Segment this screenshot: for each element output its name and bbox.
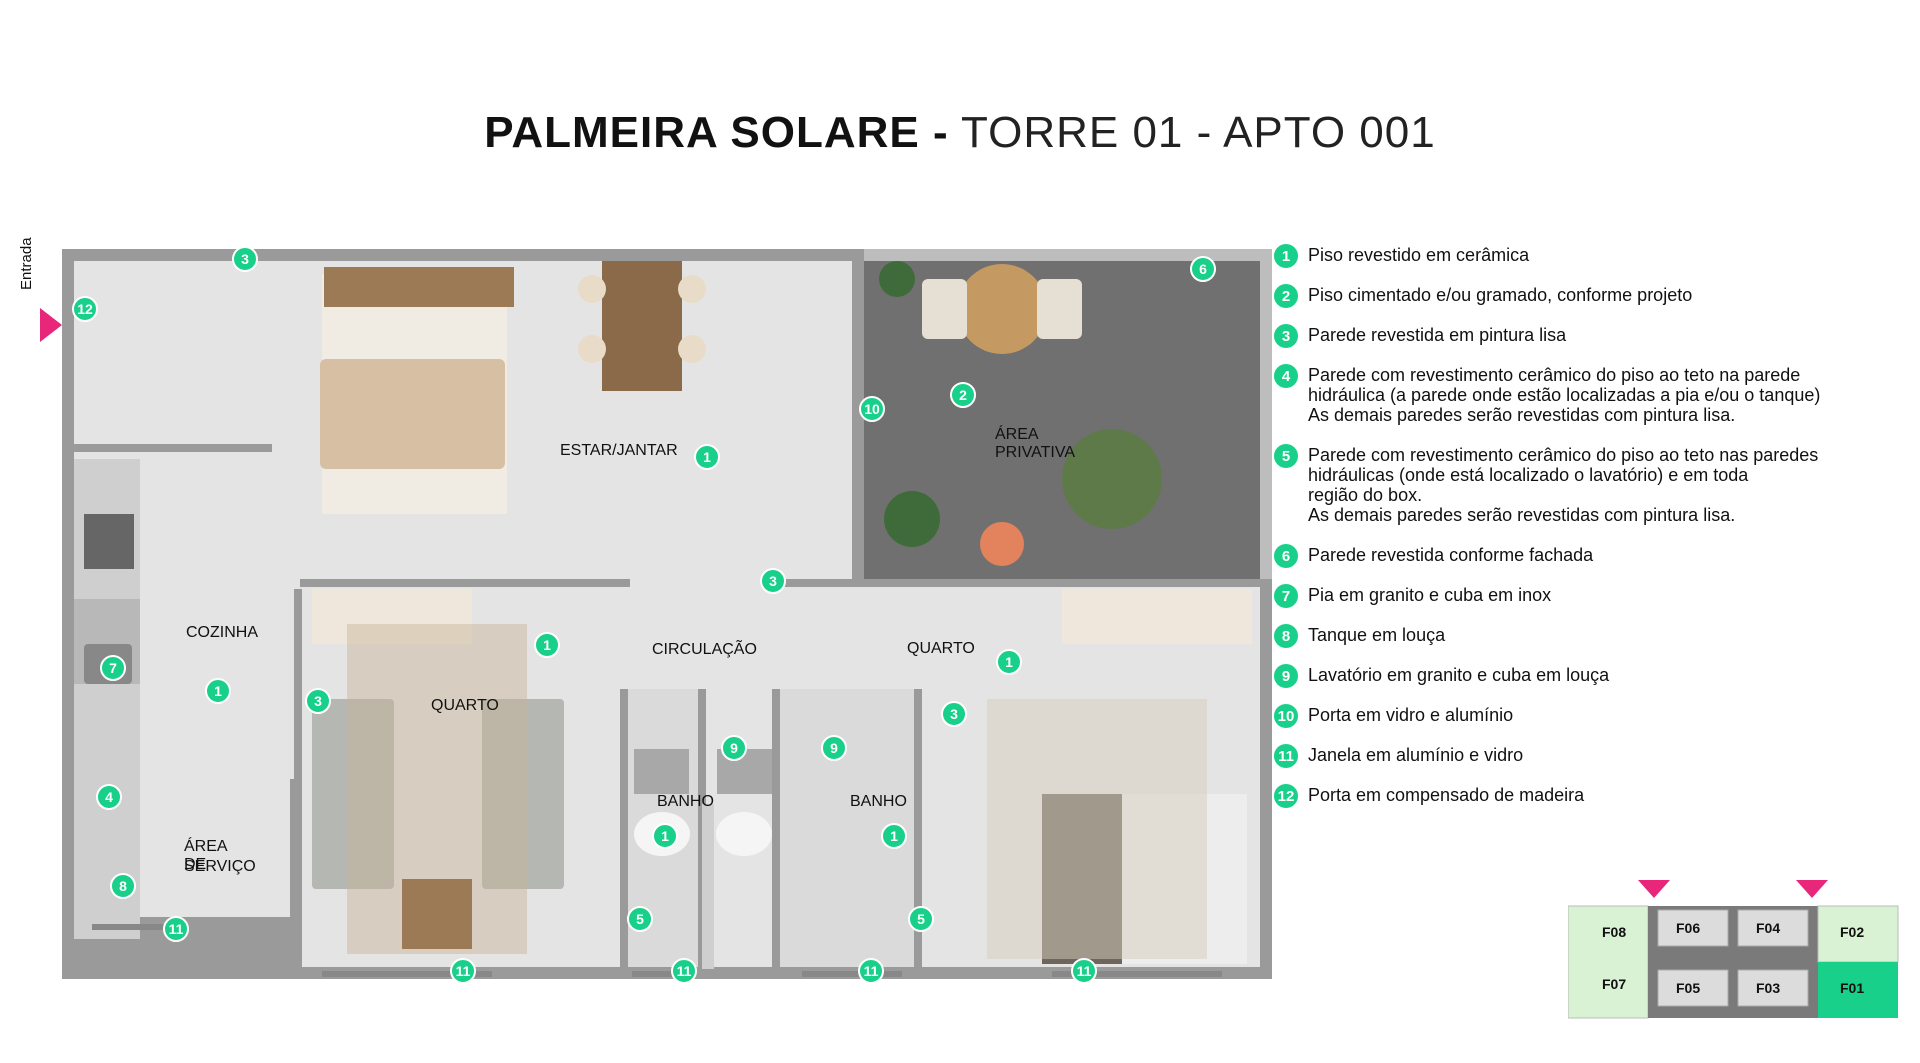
- room-label-quarto-2: QUARTO: [907, 640, 975, 657]
- plan-badge: 3: [941, 701, 967, 727]
- plan-badge: 1: [205, 678, 231, 704]
- keymap-F07: F07: [1602, 976, 1627, 992]
- keymap-F05: F05: [1676, 980, 1701, 996]
- room-label-quarto-1: QUARTO: [431, 697, 499, 714]
- plan-badge: 6: [1190, 256, 1216, 282]
- legend-badge: 4: [1272, 362, 1300, 390]
- legend-text: hidráulica (a parede onde estão localiza…: [1308, 385, 1821, 405]
- legend-text: Porta em compensado de madeira: [1308, 785, 1585, 805]
- legend-item: 11 Janela em alumínio e vidro: [1272, 742, 1523, 770]
- room-label-area-servico-1: ÁREA DE: [184, 838, 227, 873]
- legend-badge: 1: [1272, 242, 1300, 270]
- room-label-circulacao: CIRCULAÇÃO: [652, 641, 757, 658]
- plan-badge: 3: [232, 246, 258, 272]
- keymap-F08: F08: [1602, 924, 1627, 940]
- legend-text: Pia em granito e cuba em inox: [1308, 585, 1552, 605]
- legend-item: 1 Piso revestido em cerâmica: [1272, 242, 1529, 270]
- legend-text: As demais paredes serão revestidas com p…: [1308, 505, 1736, 525]
- plan-badge: 9: [721, 735, 747, 761]
- room-label-banho-2: BANHO: [850, 793, 907, 810]
- legend-text: Lavatório em granito e cuba em louça: [1308, 665, 1610, 685]
- legend-item: 9 Lavatório em granito e cuba em louça: [1272, 662, 1609, 690]
- plan-badge: 1: [996, 649, 1022, 675]
- legend-text: Porta em vidro e alumínio: [1308, 705, 1514, 725]
- plan-badge: 10: [859, 396, 885, 422]
- plan-badge: 11: [671, 958, 697, 984]
- legend-text: Parede com revestimento cerâmico do piso…: [1308, 445, 1819, 465]
- room-label-banho-1: BANHO: [657, 793, 714, 810]
- keymap-F03: F03: [1756, 980, 1781, 996]
- legend-text: Parede revestida conforme fachada: [1308, 545, 1594, 565]
- plan-badge: 1: [881, 823, 907, 849]
- entrada-label: Entrada: [18, 237, 35, 290]
- plan-badge: 11: [858, 958, 884, 984]
- legend-text: Tanque em louça: [1308, 625, 1446, 645]
- plan-badge: 1: [534, 632, 560, 658]
- building-keymap: F08 F07 F06 F05 F04 F03 F02 F01: [1568, 880, 1902, 1020]
- floor-plan: [62, 249, 1272, 979]
- legend-item: 7 Pia em granito e cuba em inox: [1272, 582, 1551, 610]
- legend-item: 3 Parede revestida em pintura lisa: [1272, 322, 1566, 350]
- plan-badge: 1: [694, 444, 720, 470]
- plan-badge: 5: [627, 906, 653, 932]
- legend-text: Piso cimentado e/ou gramado, conforme pr…: [1308, 285, 1693, 305]
- room-label-estar: ESTAR/JANTAR: [560, 442, 678, 459]
- legend-badge: 12: [1272, 782, 1300, 810]
- plan-badge: 3: [305, 688, 331, 714]
- legend-text: Piso revestido em cerâmica: [1308, 245, 1530, 265]
- legend-badge: 5: [1272, 442, 1300, 470]
- legend-text: hidráulicas (onde está localizado o lava…: [1308, 465, 1749, 485]
- legend-text: Janela em alumínio e vidro: [1308, 745, 1524, 765]
- plan-badge: 1: [652, 823, 678, 849]
- plan-badge: 9: [821, 735, 847, 761]
- plan-badge: 11: [1071, 958, 1097, 984]
- legend-text: Parede com revestimento cerâmico do piso…: [1308, 365, 1801, 385]
- plan-badge: 8: [110, 873, 136, 899]
- legend-item: 12 Porta em compensado de madeira: [1272, 782, 1584, 810]
- legend-badge: 6: [1272, 542, 1300, 570]
- keymap-F02: F02: [1840, 924, 1865, 940]
- plan-badge: 3: [760, 568, 786, 594]
- plan-badge: 12: [72, 296, 98, 322]
- legend-badge: 7: [1272, 582, 1300, 610]
- plan-badge: 4: [96, 784, 122, 810]
- legend-badge: 10: [1272, 702, 1300, 730]
- keymap-arrow-icon: [1638, 880, 1670, 898]
- legend-item: 6 Parede revestida conforme fachada: [1272, 542, 1593, 570]
- plan-badge: 11: [163, 916, 189, 942]
- legend-badge: 11: [1272, 742, 1300, 770]
- keymap-arrow-icon: [1796, 880, 1828, 898]
- room-label-cozinha: COZINHA: [186, 624, 258, 641]
- legend-item: 5 Parede com revestimento cerâmico do pi…: [1272, 442, 1818, 525]
- keymap-graphic: [1568, 880, 1899, 1019]
- plan-badge: 7: [100, 655, 126, 681]
- legend-item: 2 Piso cimentado e/ou gramado, conforme …: [1272, 282, 1692, 310]
- title-unit: TORRE 01 - APTO 001: [961, 108, 1436, 157]
- legend-badge: 9: [1272, 662, 1300, 690]
- title-project: PALMEIRA SOLARE -: [484, 108, 949, 157]
- keymap-F06: F06: [1676, 920, 1701, 936]
- plan-badge: 11: [450, 958, 476, 984]
- plan-badge: 2: [950, 382, 976, 408]
- legend-badge: 2: [1272, 282, 1300, 310]
- legend-text: Parede revestida em pintura lisa: [1308, 325, 1567, 345]
- legend-item: 10 Porta em vidro e alumínio: [1272, 702, 1513, 730]
- page-title: PALMEIRA SOLARE - TORRE 01 - APTO 001: [0, 108, 1920, 158]
- legend-item: 8 Tanque em louça: [1272, 622, 1445, 650]
- legend-text: região do box.: [1308, 485, 1423, 505]
- room-label-area-servico-2: SERVIÇO: [184, 858, 256, 875]
- keymap-F04: F04: [1756, 920, 1781, 936]
- plan-badge: 5: [908, 906, 934, 932]
- legend-text: As demais paredes serão revestidas com p…: [1308, 405, 1736, 425]
- keymap-F01: F01: [1840, 980, 1865, 996]
- entrada-arrow-icon: [40, 308, 62, 342]
- legend-badge: 8: [1272, 622, 1300, 650]
- room-label-area-privativa: ÁREA PRIVATIVA: [995, 426, 1076, 461]
- legend-item: 4 Parede com revestimento cerâmico do pi…: [1272, 362, 1820, 425]
- legend-badge: 3: [1272, 322, 1300, 350]
